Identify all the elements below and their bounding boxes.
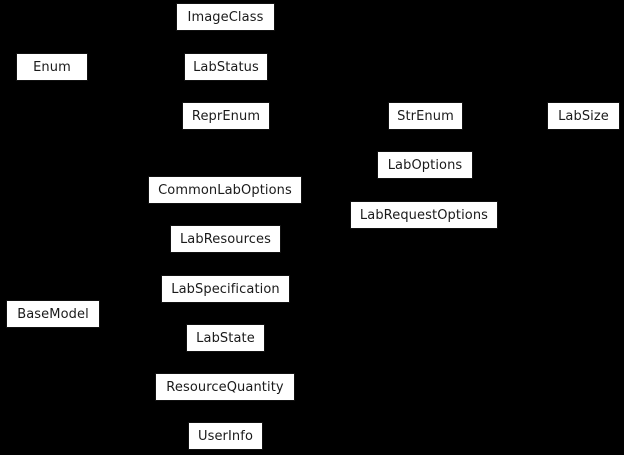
class-node-lab-specification[interactable]: LabSpecification (161, 275, 290, 303)
class-node-label: ImageClass (187, 9, 264, 25)
class-node-lab-resources[interactable]: LabResources (170, 225, 281, 253)
class-node-label: UserInfo (197, 428, 254, 444)
edge-enum-to-repr-enum (88, 66, 182, 117)
class-node-label: LabSize (558, 108, 609, 124)
edge-base-model-to-common-lab-options (100, 189, 148, 315)
class-node-label: Enum (33, 59, 71, 75)
class-node-label: LabState (196, 330, 255, 346)
class-node-label: CommonLabOptions (158, 182, 292, 198)
class-node-enum[interactable]: Enum (16, 53, 88, 81)
class-node-base-model[interactable]: BaseModel (6, 300, 100, 328)
class-node-label: StrEnum (397, 108, 454, 124)
class-node-label: LabSpecification (171, 281, 280, 297)
class-node-lab-options[interactable]: LabOptions (377, 151, 473, 179)
class-node-label: LabStatus (193, 59, 259, 75)
class-node-str-enum[interactable]: StrEnum (388, 102, 463, 130)
class-node-label: LabResources (179, 231, 272, 247)
class-node-label: LabRequestOptions (359, 207, 489, 223)
edge-base-model-to-lab-state (100, 313, 186, 339)
class-node-user-info[interactable]: UserInfo (188, 422, 263, 450)
class-node-label: ReprEnum (191, 108, 261, 124)
class-node-lab-request-options[interactable]: LabRequestOptions (350, 201, 498, 229)
class-node-image-class[interactable]: ImageClass (176, 3, 275, 31)
class-node-label: ResourceQuantity (166, 379, 284, 395)
class-node-resource-quantity[interactable]: ResourceQuantity (155, 373, 295, 401)
class-node-common-lab-options[interactable]: CommonLabOptions (148, 176, 302, 204)
edge-base-model-to-resource-quantity (100, 313, 155, 388)
edge-common-lab-options-to-lab-request-options (302, 189, 350, 216)
class-node-repr-enum[interactable]: ReprEnum (182, 102, 270, 130)
edge-base-model-to-lab-specification (100, 288, 161, 315)
class-node-label: LabOptions (387, 157, 463, 173)
class-node-lab-size[interactable]: LabSize (547, 102, 620, 130)
class-node-lab-state[interactable]: LabState (186, 324, 265, 352)
class-node-label: BaseModel (17, 306, 89, 322)
class-node-lab-status[interactable]: LabStatus (184, 53, 268, 81)
edge-enum-to-image-class (88, 16, 176, 68)
edge-base-model-to-lab-resources (100, 238, 170, 315)
